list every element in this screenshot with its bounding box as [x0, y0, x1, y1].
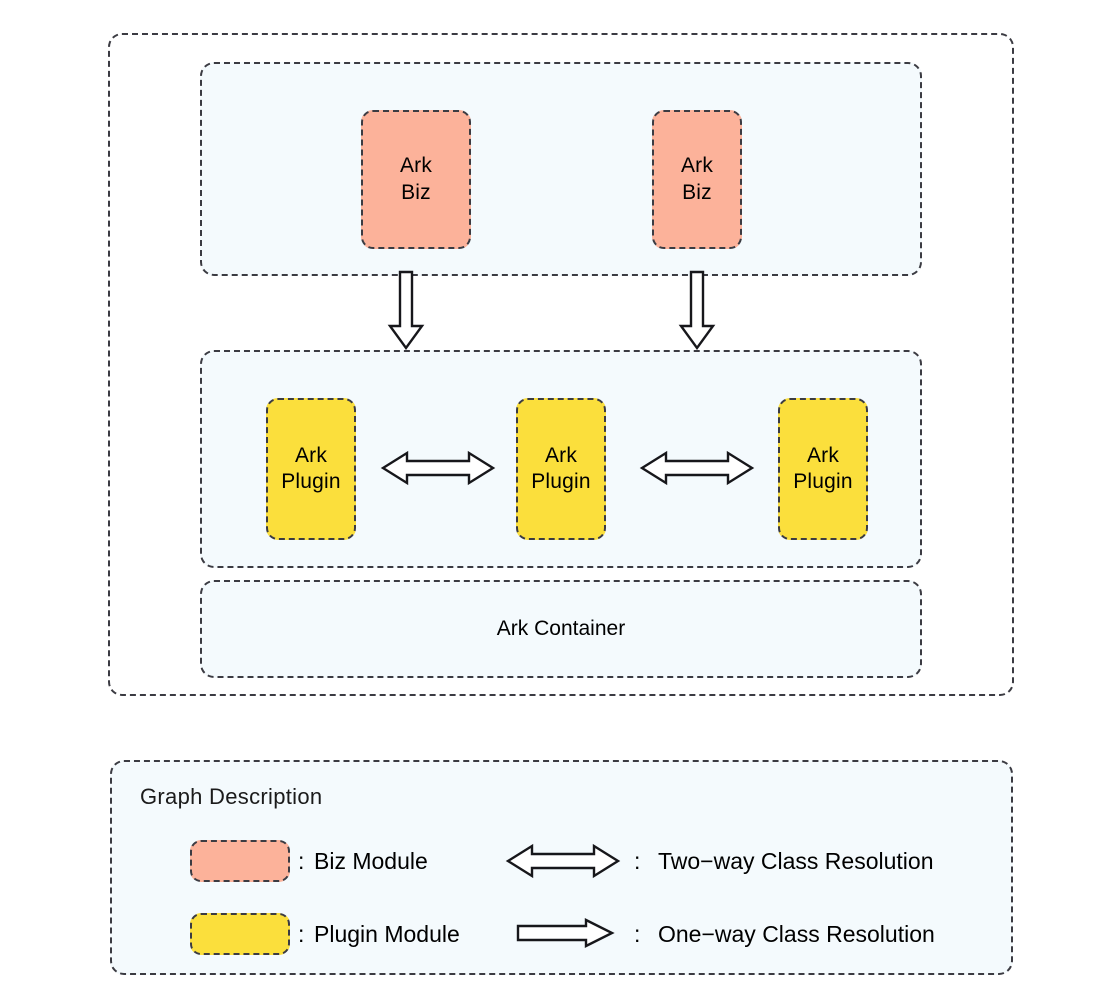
- ark-plugin-module-1[interactable]: Ark Plugin: [266, 398, 356, 540]
- ark-plugin-module-2[interactable]: Ark Plugin: [516, 398, 606, 540]
- legend-title: Graph Description: [140, 784, 323, 809]
- ark-plugin-module-3-line2: Plugin: [793, 470, 853, 493]
- ark-biz-module-2-line2: Biz: [682, 180, 712, 204]
- legend-label-two-way-resolution: Two−way Class Resolution: [658, 848, 934, 874]
- ark-plugin-module-3[interactable]: Ark Plugin: [778, 398, 868, 540]
- one-way-arrow-down-1: [387, 270, 425, 351]
- ark-plugin-module-2-line2: Plugin: [531, 470, 591, 493]
- legend-label-biz-module: Biz Module: [314, 848, 428, 874]
- ark-container-panel[interactable]: Ark Container: [200, 580, 922, 678]
- legend-one-way-arrow-icon: [516, 918, 615, 948]
- ark-biz-module-2[interactable]: Ark Biz: [652, 110, 742, 249]
- ark-biz-module-1[interactable]: Ark Biz: [361, 110, 471, 249]
- ark-plugin-module-1-line1: Ark: [294, 443, 328, 467]
- legend-label-plugin-module: Plugin Module: [314, 921, 460, 947]
- legend-separator-plugin: :: [298, 921, 305, 947]
- ark-plugin-module-3-line1: Ark: [806, 443, 840, 467]
- two-way-arrow-1: [380, 450, 496, 486]
- legend-separator-two-way: :: [634, 848, 641, 874]
- legend-separator-biz: :: [298, 848, 305, 874]
- ark-container-label: Ark Container: [496, 617, 626, 640]
- ark-plugin-module-2-line1: Ark: [544, 443, 578, 467]
- two-way-arrow-2: [639, 450, 755, 486]
- legend-biz-swatch: [190, 840, 290, 882]
- one-way-arrow-down-2: [678, 270, 716, 351]
- ark-architecture-outer-frame: [108, 33, 1014, 696]
- ark-plugin-module-1-line2: Plugin: [281, 470, 341, 493]
- legend-label-one-way-resolution: One−way Class Resolution: [658, 921, 935, 947]
- legend-two-way-arrow-icon: [505, 843, 621, 879]
- ark-biz-module-2-line1: Ark: [680, 154, 714, 178]
- ark-biz-module-1-line2: Biz: [401, 180, 431, 204]
- legend-plugin-swatch: [190, 913, 290, 955]
- ark-biz-module-1-line1: Ark: [399, 154, 433, 178]
- biz-layer-panel: [200, 62, 922, 276]
- legend-separator-one-way: :: [634, 921, 641, 947]
